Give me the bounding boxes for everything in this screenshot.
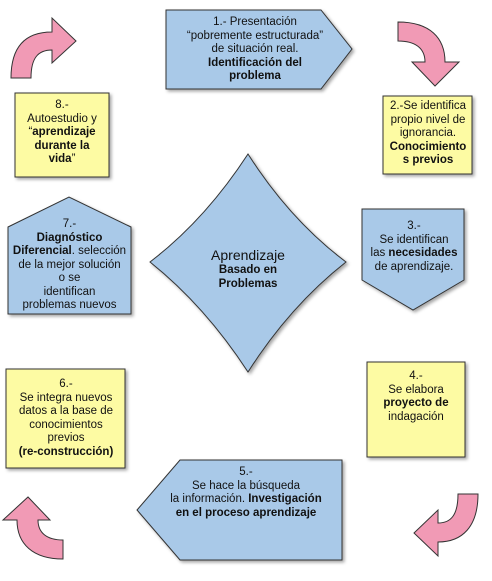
step7-line4: de la mejor solución: [18, 258, 121, 271]
step1-line4: Identificación del: [208, 56, 302, 69]
step3-text: 3.- Se identifican las necesidades de ap…: [364, 220, 464, 274]
step5-text: 5.- Se hace la búsqueda la información. …: [150, 466, 342, 520]
step2-shape: [382, 95, 473, 175]
step2-line4: Conocimiento: [389, 140, 467, 153]
arrow-top-right: [397, 21, 461, 87]
step5-line5: en el proceso aprendizaje: [175, 506, 317, 519]
step5-line4: la información. Investigación: [150, 493, 342, 507]
step6-line1: 6.-: [59, 378, 73, 390]
step1-line2: “pobremente estructurada”: [186, 29, 324, 42]
step4-line2: Se elabora: [388, 383, 444, 396]
step6-line6: (re-construcción): [18, 445, 114, 458]
step3-line4: de aprendizaje.: [374, 260, 454, 273]
step8-line4: durante la: [34, 139, 90, 152]
center-label: Aprendizaje Basado en Problemas: [180, 247, 316, 291]
step4-line4: indagación: [388, 410, 444, 423]
step6-line5: previos: [47, 432, 85, 444]
step2-line5: s previos: [402, 154, 454, 166]
step3-line3-pre: las: [370, 247, 389, 259]
step3-line1: 3.-: [407, 220, 421, 232]
step7-shape: [7, 196, 132, 315]
center-subtitle-line2: Problemas: [218, 277, 278, 290]
step7-line3: Diferencial. selección: [8, 245, 131, 259]
step5-line1: 5.-: [239, 466, 253, 478]
step6-shape: [5, 368, 126, 469]
step8-line2: Autoestudio y: [27, 112, 97, 125]
step1-line5: problema: [229, 70, 281, 82]
step7-line3-post: . selección: [71, 245, 127, 257]
step8-shape: [14, 92, 110, 178]
step6-line2: Se integra nuevos: [19, 391, 113, 404]
arrow-top-left: [10, 16, 77, 79]
step8-text: 8.- Autoestudio y “aprendizaje durante l…: [16, 99, 108, 167]
arrow-bottom-right: [413, 493, 479, 558]
step7-line5: o se: [58, 272, 81, 284]
step5-line2: Se hace la búsqueda: [191, 479, 301, 492]
step8-line3: “aprendizaje: [16, 126, 108, 140]
step1-line3: de situación real.: [211, 43, 299, 55]
step7-line3-bold: Diferencial: [12, 245, 72, 257]
step2-line1: 2.-Se identifica: [389, 100, 467, 112]
step6-text: 6.- Se integra nuevos datos a la base de…: [8, 378, 124, 459]
step7-text: 7.- Diagnóstico Diferencial. selección d…: [8, 218, 131, 313]
step5-shape: [136, 459, 343, 561]
step4-line3: proyecto de: [383, 397, 449, 409]
step3-line3-bold: necesidades: [388, 247, 458, 259]
step5-line4-pre: la información.: [170, 493, 249, 505]
step3-shape: [361, 208, 465, 311]
center-diamond: [149, 153, 347, 373]
step3-line3: las necesidades: [364, 247, 464, 261]
step8-line1: 8.-: [55, 99, 69, 111]
step1-text: 1.- Presentación “pobremente estructurad…: [170, 16, 340, 84]
center-subtitle-line1: Basado en: [218, 264, 278, 276]
step5-line4-bold: Investigación: [248, 493, 322, 505]
step8-line5-bold: vida: [48, 153, 72, 165]
step6-line4: conocimientos: [29, 418, 103, 431]
step4-shape: [366, 361, 466, 458]
step6-line3: datos a la base de: [19, 405, 113, 417]
step7-line6: identifican: [43, 285, 96, 298]
step7-line7: problemas nuevos: [22, 299, 117, 311]
step2-line2: propio nivel de: [390, 113, 466, 126]
step1-line1: 1.- Presentación: [213, 16, 297, 28]
center-title: Aprendizaje: [211, 247, 285, 263]
step2-text: 2.-Se identifica propio nivel de ignoran…: [384, 100, 472, 168]
step2-line3: ignorancia.: [399, 127, 457, 139]
step8-line3-bold: aprendizaje: [32, 126, 96, 138]
step4-text: 4.- Se elabora proyecto de indagación: [368, 370, 464, 424]
step7-line2: Diagnóstico: [36, 231, 103, 244]
step8-line5-post: ”: [71, 153, 76, 165]
arrow-bottom-left: [1, 496, 64, 560]
step4-line1: 4.-: [409, 370, 423, 382]
step8-line5: vida”: [16, 153, 108, 167]
step7-line1: 7.-: [62, 218, 77, 230]
step1-shape: [165, 9, 353, 90]
step3-line2: Se identifican: [379, 233, 449, 246]
step8-line3-pre: “: [28, 126, 33, 138]
